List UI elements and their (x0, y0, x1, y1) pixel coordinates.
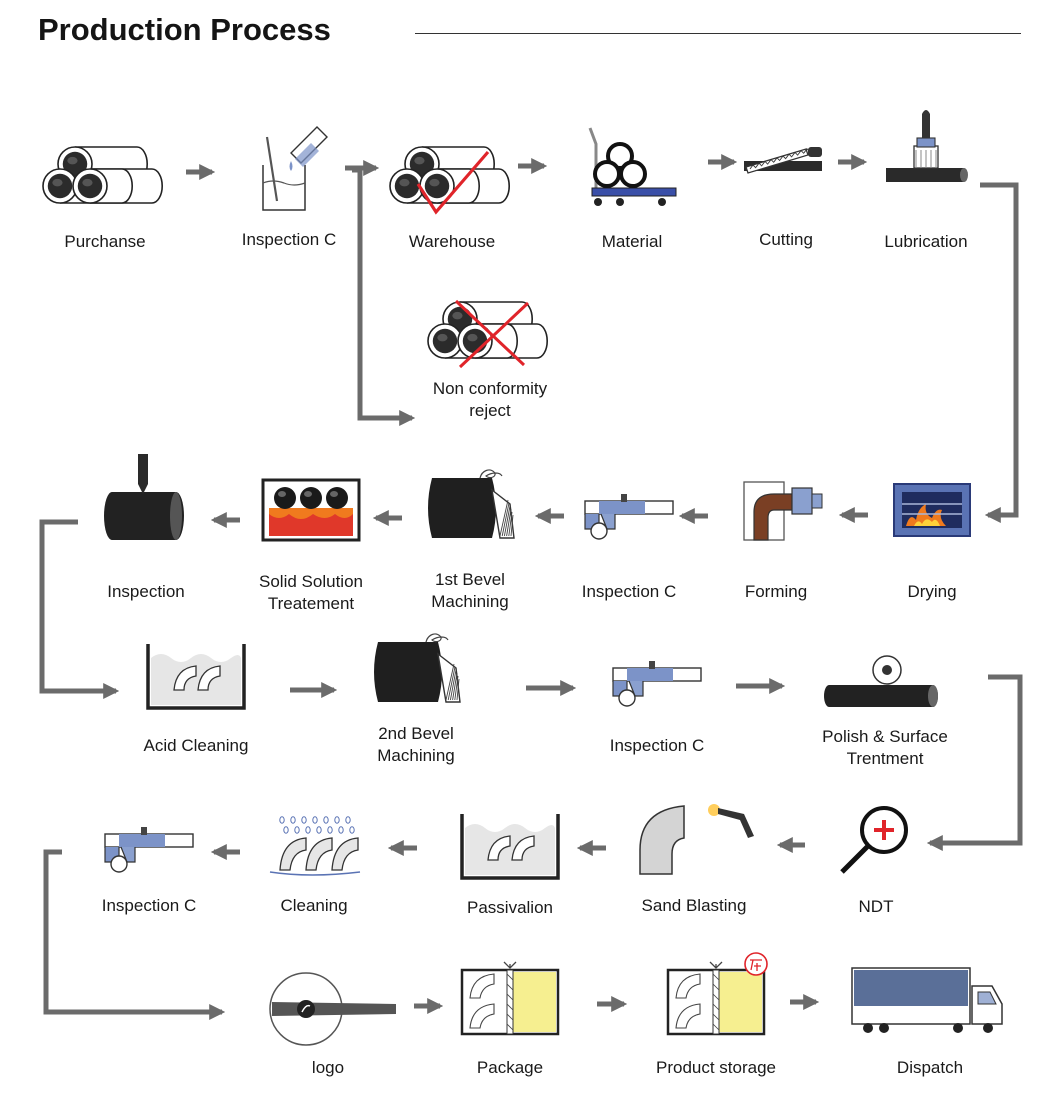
step-label-line: Inspection C (241, 230, 337, 249)
step-label-drying: Drying (832, 581, 1032, 603)
pipes-bundle-icon (42, 146, 163, 204)
acid-tank-icon (146, 644, 246, 710)
step-label-line: Trentment (846, 749, 924, 768)
heat-treatment-icon (261, 478, 361, 542)
bevel-tool-icon (374, 633, 461, 703)
sand-blast-icon (639, 804, 754, 875)
step-label-line: Polish & Surface (822, 727, 948, 746)
bevel-tool-icon (428, 469, 515, 539)
caliper-icon (612, 661, 702, 707)
step-label-ndt: NDT (776, 896, 976, 918)
step-label-line: Product storage (655, 1058, 776, 1077)
package-box-icon (460, 961, 560, 1036)
step-label-line: Inspection (107, 582, 185, 601)
storage-box-icon (666, 952, 768, 1036)
pipe-cart-icon (588, 127, 677, 206)
saw-cutting-icon (744, 147, 822, 174)
flow-arrow-polish-to-ndt (926, 674, 1023, 852)
step-label-line: Machining (377, 746, 455, 765)
step-label-line: Drying (907, 582, 957, 601)
step-label-line: Package (476, 1058, 544, 1077)
step-label-line: Purchanse (64, 232, 146, 251)
pipes-checked-icon (389, 146, 510, 215)
step-label-line: Dispatch (896, 1058, 964, 1077)
probe-pipe-icon (104, 454, 184, 540)
truck-icon (851, 967, 1003, 1033)
page-title: Production Process (38, 12, 331, 47)
caliper-icon (584, 494, 674, 540)
flow-arrow-inspection-c-4-to-logo (43, 849, 226, 1021)
step-label-cleaning: Cleaning (214, 895, 414, 917)
pipes-rejected-icon (427, 299, 548, 369)
step-label-sand-blasting: Sand Blasting (594, 895, 794, 917)
water-wash-icon (269, 816, 361, 876)
step-label-inspection-c-2: Inspection C (529, 581, 729, 603)
step-label-material: Material (532, 231, 732, 253)
logo-marking-icon (269, 972, 396, 1046)
step-label-line: Cutting (759, 230, 813, 249)
step-label-logo: logo (228, 1057, 428, 1079)
step-label-line: reject (469, 401, 511, 420)
elbow-forming-icon (743, 481, 823, 541)
step-label-warehouse: Warehouse (352, 231, 552, 253)
step-label-package: Package (410, 1057, 610, 1079)
step-label-line: Non conformity (432, 379, 548, 398)
step-label-line: Cleaning (280, 896, 348, 915)
step-label-line: Solid Solution (259, 572, 363, 591)
step-label-line: Acid Cleaning (143, 736, 249, 755)
step-label-line: Material (601, 232, 663, 251)
beaker-test-icon (262, 126, 328, 211)
step-label-dispatch: Dispatch (830, 1057, 1030, 1079)
step-label-acid-cleaning: Acid Cleaning (96, 735, 296, 757)
passivation-tank-icon (460, 814, 560, 880)
step-label-cutting: Cutting (686, 229, 886, 251)
step-label-line: Passivalion (467, 898, 553, 917)
brush-pipe-icon (886, 110, 968, 182)
step-label-line: NDT (858, 897, 894, 916)
caliper-icon (104, 827, 194, 873)
step-label-line: Treatement (267, 594, 355, 613)
title-divider (415, 33, 1021, 34)
step-label-line: Inspection C (101, 896, 197, 915)
step-label-line: Warehouse (408, 232, 496, 251)
step-label-inspection-c-3: Inspection C (557, 735, 757, 757)
step-label-line: logo (311, 1058, 345, 1077)
magnifier-cross-icon (840, 806, 908, 874)
flow-arrow-cutting-to-lubrication (980, 182, 1019, 524)
step-label-line: Sand Blasting (641, 896, 747, 915)
step-label-line: Lubrication (884, 232, 968, 251)
polish-roller-icon (824, 655, 938, 707)
step-label-inspection: Inspection (46, 581, 246, 603)
step-label-lubrication: Lubrication (826, 231, 1026, 253)
step-label-forming: Forming (676, 581, 876, 603)
step-label-non-conformity: Non conformity reject (390, 378, 590, 422)
step-label-line: Inspection C (609, 736, 705, 755)
step-label-line: Forming (744, 582, 808, 601)
step-label-inspection-c-4: Inspection C (49, 895, 249, 917)
step-label-line: Inspection C (581, 582, 677, 601)
step-label-inspection-c-1: Inspection C (189, 229, 389, 251)
furnace-icon (893, 483, 971, 537)
step-label-line: 1st Bevel (435, 570, 505, 589)
step-label-passivation: Passivalion (410, 897, 610, 919)
flow-arrow-inspection-to-acid-cleaning (39, 519, 120, 700)
flow-arrow-lubrication-to-drying (352, 167, 416, 427)
step-label-purchase: Purchanse (5, 231, 205, 253)
step-label-line: 2nd Bevel (378, 724, 454, 743)
step-label-line: Machining (431, 592, 509, 611)
step-label-product-storage: Product storage (616, 1057, 816, 1079)
